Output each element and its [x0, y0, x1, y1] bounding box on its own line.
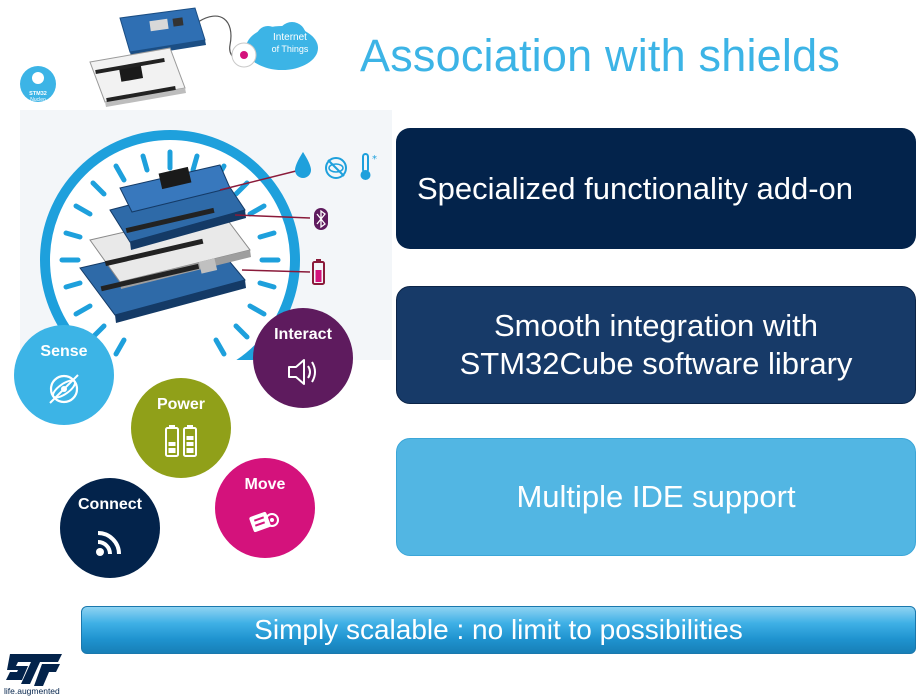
feature-box-ide-label: Multiple IDE support	[516, 479, 796, 514]
category-sense-label: Sense	[40, 343, 88, 360]
header-boards-illustration: STM32 Nucleo Internet of Things	[20, 7, 318, 107]
nucleo-badge-text-2: Nucleo	[30, 97, 46, 103]
battery-icon	[312, 259, 325, 285]
nucleo-badge: STM32 Nucleo	[20, 66, 56, 103]
feature-box-integration-line2: STM32Cube software library	[459, 346, 853, 381]
leader-lines	[219, 169, 311, 273]
battery-icon	[165, 425, 197, 457]
dial-ticks	[59, 149, 281, 357]
nucleo-badge-text: STM32	[29, 91, 47, 97]
category-connect-label: Connect	[78, 496, 142, 513]
feature-box-integration: Smooth integration with STM32Cube softwa…	[396, 286, 916, 404]
feature-box-functionality: Specialized functionality add-on	[396, 128, 916, 249]
category-sense: Sense	[14, 325, 114, 425]
feature-box-functionality-label: Specialized functionality add-on	[417, 170, 853, 206]
motor-icon	[249, 511, 279, 533]
st-logo: life.augmented	[4, 654, 62, 696]
iot-badge: Internet of Things	[231, 22, 318, 70]
category-power: Power	[131, 378, 231, 478]
iot-badge-text: Internet	[273, 32, 307, 43]
scalability-banner: Simply scalable : no limit to possibilit…	[81, 606, 916, 654]
scalability-banner-text: Simply scalable : no limit to possibilit…	[254, 614, 743, 645]
iot-badge-text-2: of Things	[272, 44, 309, 54]
water-drop-icon	[295, 152, 311, 178]
slide-title: Association with shields	[360, 30, 841, 81]
gyroscope-icon	[49, 374, 79, 404]
stacked-boards-image	[79, 164, 251, 323]
st-logo-tagline: life.augmented	[4, 686, 60, 696]
category-move: Move	[215, 458, 315, 558]
thermometer-icon: *	[360, 153, 377, 180]
category-interact: Interact	[253, 308, 353, 408]
feature-box-ide: Multiple IDE support	[396, 438, 916, 556]
category-connect: Connect	[60, 478, 160, 578]
feature-box-integration-line1: Smooth integration with	[494, 308, 818, 343]
category-move-label: Move	[244, 476, 286, 493]
svg-text:*: *	[372, 154, 377, 165]
wireless-icon	[96, 531, 121, 556]
st-logo-mark	[6, 654, 62, 686]
category-power-label: Power	[156, 396, 205, 413]
no-eye-icon	[325, 157, 347, 179]
category-interact-label: Interact	[274, 326, 332, 343]
bluetooth-icon	[314, 208, 328, 230]
nucleo-board-image	[89, 47, 186, 107]
speaker-icon	[288, 359, 316, 385]
